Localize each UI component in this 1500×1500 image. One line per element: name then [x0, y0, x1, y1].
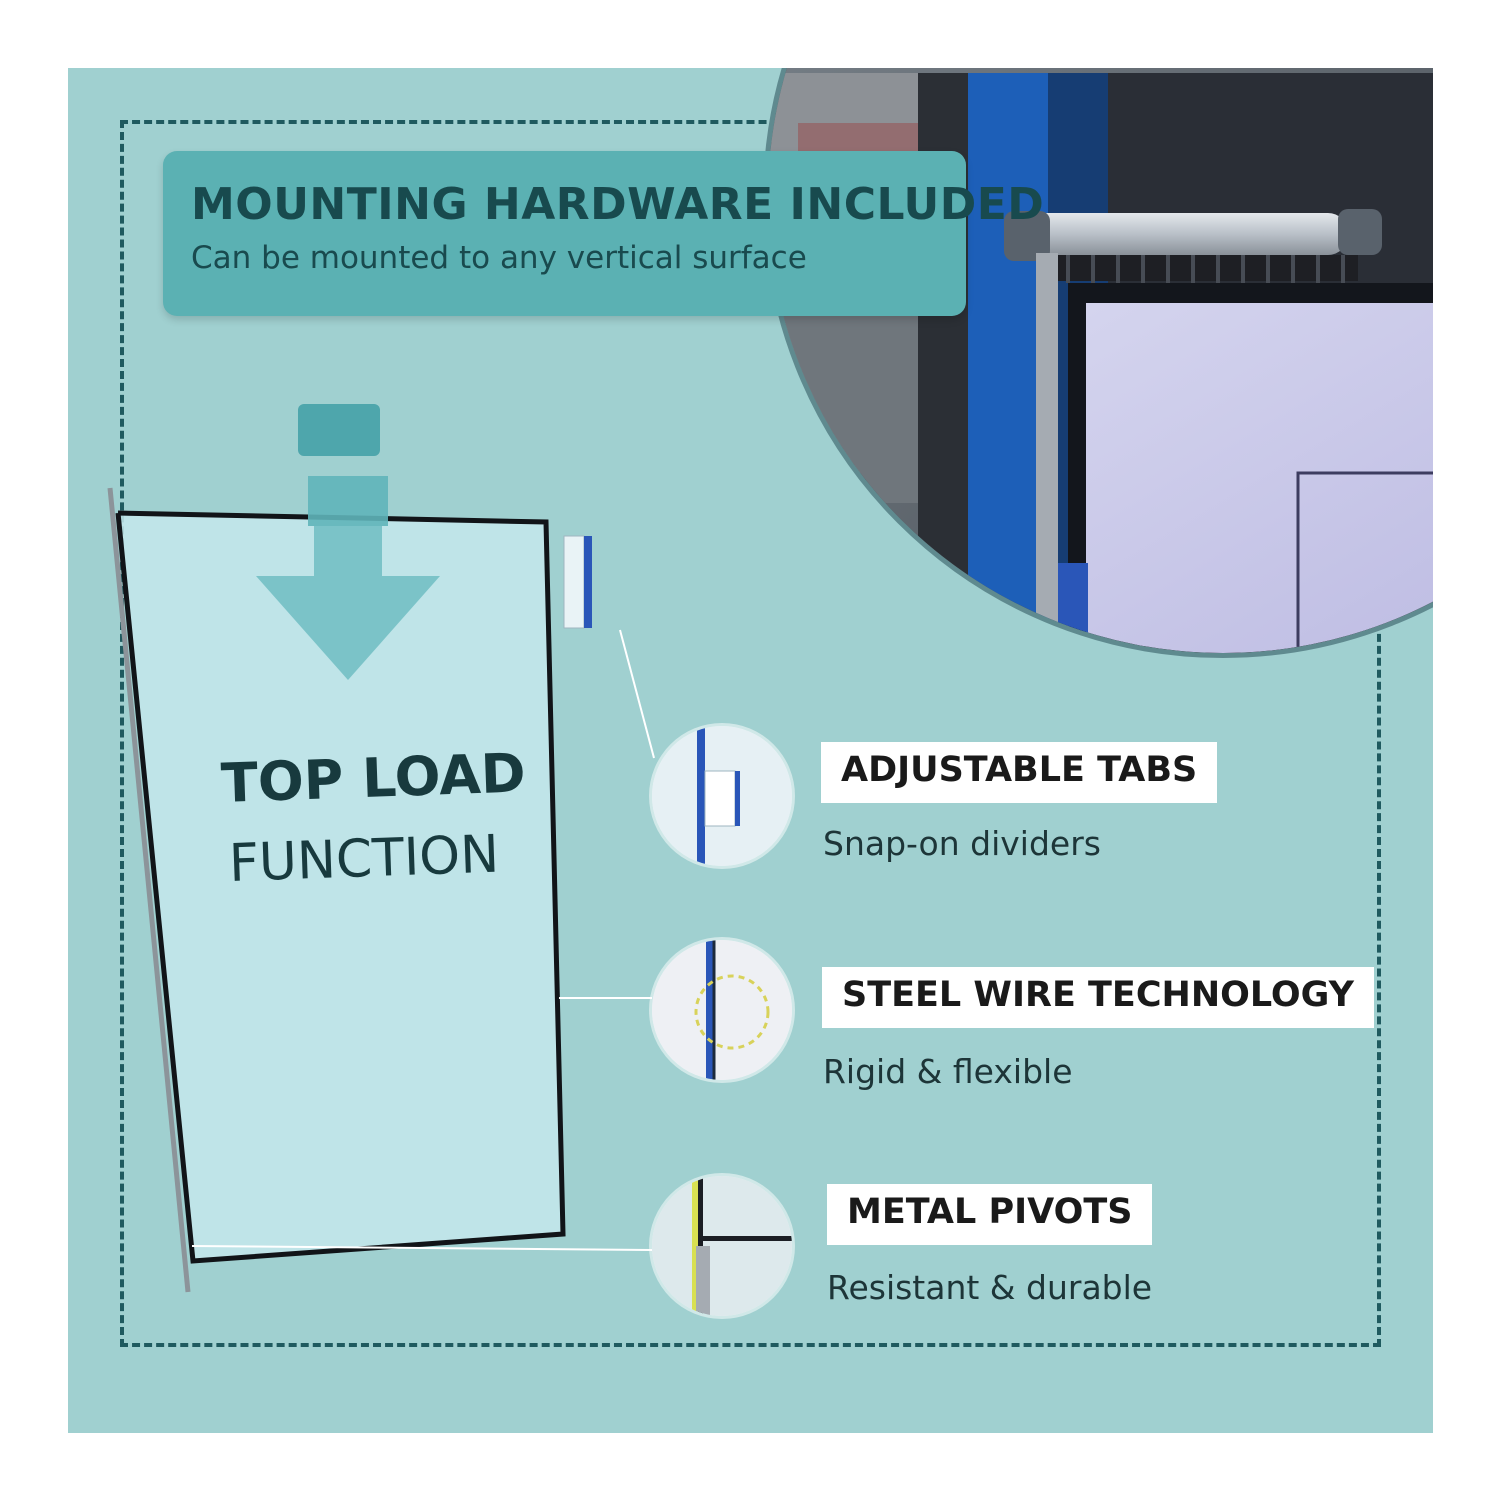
display-sleeve-illustration — [107, 404, 655, 1293]
feature-subtitle-adjustable-tabs: Snap-on dividers — [823, 824, 1101, 863]
sleeve-frame — [115, 510, 566, 1264]
feature-title-steel-wire: STEEL WIRE TECHNOLOGY — [822, 967, 1374, 1028]
banner-title: MOUNTING HARDWARE INCLUDED — [191, 179, 1045, 230]
mounting-banner: MOUNTING HARDWARE INCLUDED Can be mounte… — [163, 151, 1045, 316]
feature-subtitle-steel-wire: Rigid & flexible — [823, 1052, 1073, 1091]
leader-line-pivots — [191, 1245, 653, 1251]
tab-closeup-icon — [652, 726, 792, 866]
sleeve-title: TOP LOAD — [220, 741, 527, 815]
arrow-tab-icon — [308, 476, 388, 526]
sleeve-pocket — [118, 513, 563, 1261]
dashed-border — [120, 120, 1381, 1347]
feature-title-metal-pivots: METAL PIVOTS — [827, 1184, 1153, 1245]
infographic-panel: MOUNTING HARDWARE INCLUDED Can be mounte… — [68, 68, 1433, 1433]
wire-closeup-icon — [652, 940, 792, 1080]
feature-subtitle-metal-pivots: Resistant & durable — [827, 1268, 1153, 1307]
feature-title-adjustable-tabs: ADJUSTABLE TABS — [821, 742, 1218, 803]
pivot-closeup-icon — [652, 1176, 792, 1316]
side-tab-icon — [563, 535, 585, 629]
side-tab-blue — [584, 536, 592, 628]
top-tab-icon — [298, 404, 380, 456]
down-arrow-icon — [256, 526, 440, 680]
leader-line-tabs — [619, 629, 655, 759]
banner-subtitle: Can be mounted to any vertical surface — [191, 240, 807, 276]
pivot-rod — [107, 487, 191, 1293]
sleeve-subtitle: FUNCTION — [228, 824, 501, 894]
